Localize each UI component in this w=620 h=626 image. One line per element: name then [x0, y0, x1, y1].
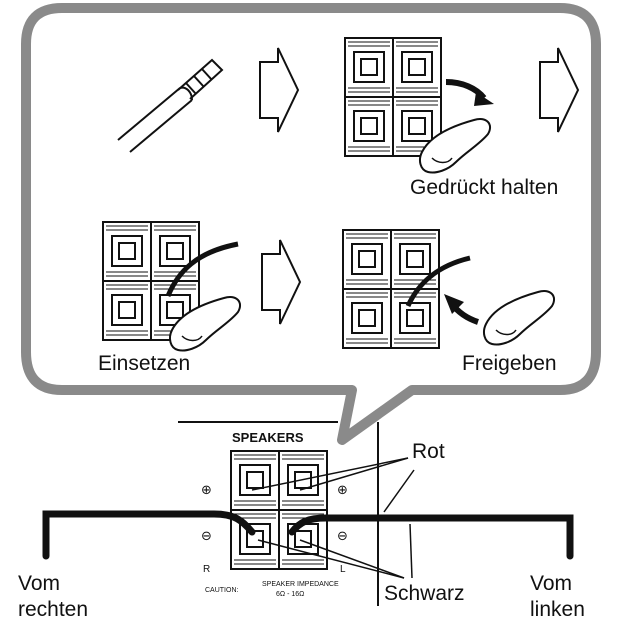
leader-lines [251, 457, 415, 579]
terminal-block-press [344, 37, 442, 157]
minus-left-symbol: ⊖ [337, 528, 348, 543]
label-from-right-line1: Vom [18, 572, 60, 595]
speaker-terminal-block [230, 450, 328, 570]
label-release: Freigeben [462, 352, 557, 375]
impedance-label: SPEAKER IMPEDANCE [262, 581, 339, 588]
press-arrow-icon [445, 79, 487, 101]
left-speaker-cable [288, 514, 574, 560]
stripped-wire-illustration [117, 58, 224, 153]
plus-left-symbol: ⊕ [337, 482, 348, 497]
terminal-block-release [342, 229, 440, 349]
label-press-hold: Gedrückt halten [410, 176, 558, 199]
channel-r-label: R [203, 564, 210, 575]
label-insert: Einsetzen [98, 352, 190, 375]
wire-inserted [165, 241, 239, 297]
caution-label: CAUTION: [205, 587, 239, 594]
label-from-left-line1: Vom [530, 572, 572, 595]
impedance-range-label: 6Ω - 16Ω [276, 591, 304, 598]
rear-panel-outline [178, 421, 379, 606]
label-black: Schwarz [384, 582, 465, 605]
label-speakers: SPEAKERS [232, 430, 304, 445]
label-red: Rot [412, 440, 445, 463]
label-from-left-line2: linken [530, 598, 585, 621]
channel-l-label: L [340, 564, 346, 575]
plus-right-symbol: ⊕ [201, 482, 212, 497]
wire-clamped [405, 255, 471, 308]
label-from-right-line2: rechten [18, 598, 88, 621]
minus-right-symbol: ⊖ [201, 528, 212, 543]
right-speaker-cable [42, 510, 256, 560]
